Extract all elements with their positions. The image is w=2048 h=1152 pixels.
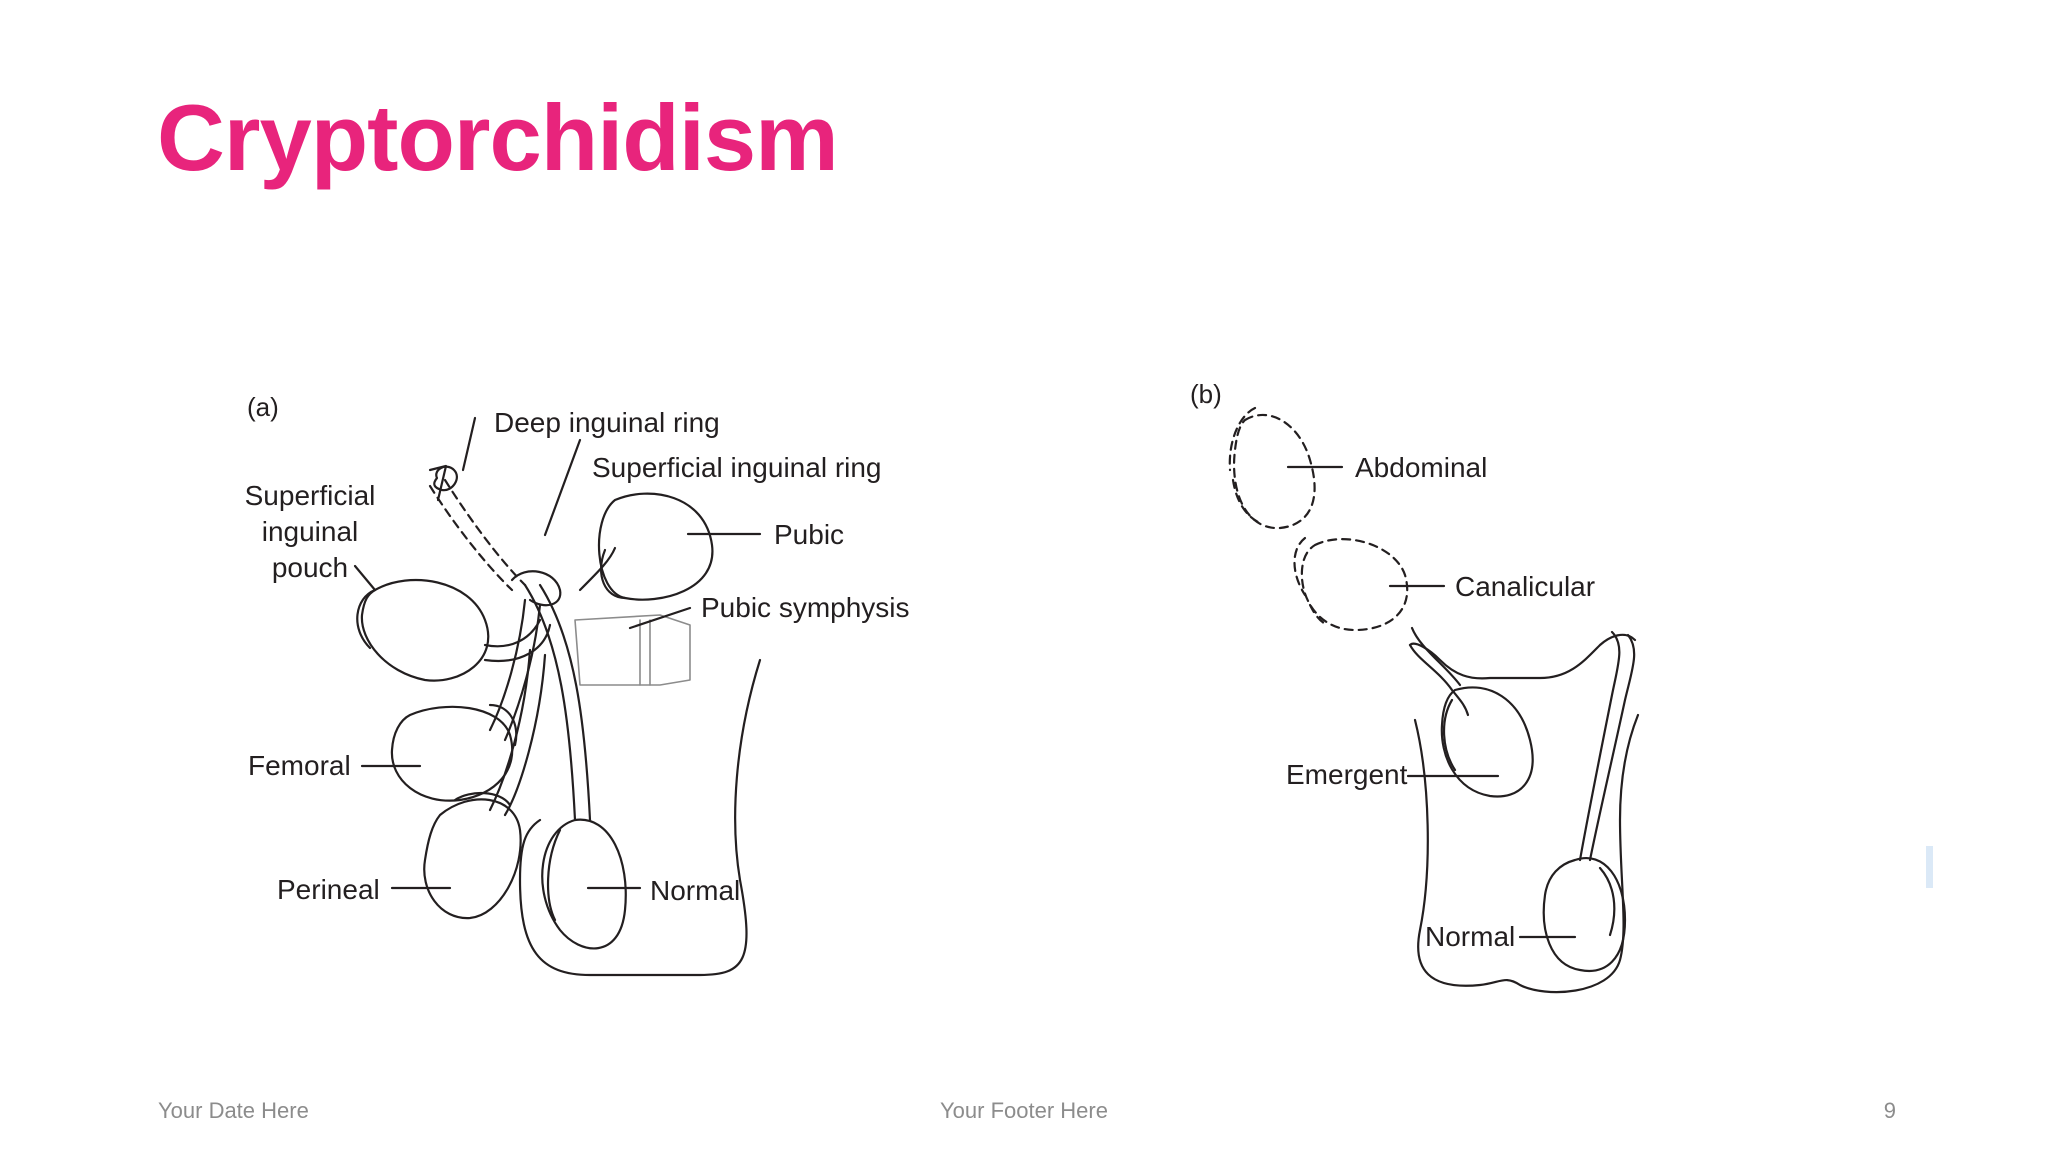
panel-a-label: (a)	[247, 392, 279, 422]
femoral-testis	[390, 705, 514, 802]
slide-title: Cryptorchidism	[157, 85, 839, 190]
superficial-ring	[510, 570, 562, 607]
pouch-testis	[360, 578, 490, 682]
label-canalicular: Canalicular	[1455, 571, 1595, 602]
panel-b-drawing	[1228, 406, 1640, 994]
label-deep-inguinal-ring: Deep inguinal ring	[494, 407, 720, 438]
label-pubic-symphysis: Pubic symphysis	[701, 592, 910, 623]
canalicular-testis	[1300, 538, 1409, 632]
panel-b-label: (b)	[1190, 379, 1222, 409]
label-pubic: Pubic	[774, 519, 844, 550]
footer-text: Your Footer Here	[940, 1098, 1108, 1123]
footer-date: Your Date Here	[158, 1098, 309, 1123]
label-emergent: Emergent	[1286, 759, 1408, 790]
scrotum-outline	[518, 658, 762, 977]
abdominal-testis	[1233, 414, 1316, 530]
scrotum-outline-b	[1408, 633, 1637, 680]
panel-a-drawing	[353, 416, 762, 977]
pubic-symphysis	[574, 614, 691, 686]
emergent-testis	[1440, 686, 1534, 798]
label-pouch-line1: Superficial	[245, 480, 376, 511]
label-perineal: Perineal	[277, 874, 380, 905]
label-superficial-inguinal-ring: Superficial inguinal ring	[592, 452, 882, 483]
pubic-testis	[597, 492, 714, 601]
label-abdominal: Abdominal	[1355, 452, 1487, 483]
perineal-testis	[423, 798, 522, 920]
label-pouch-line2: inguinal	[262, 516, 359, 547]
slide-edge-mark	[1926, 846, 1933, 888]
label-normal-a: Normal	[650, 875, 740, 906]
label-femoral: Femoral	[248, 750, 351, 781]
page-number: 9	[1883, 1098, 1896, 1123]
label-normal-b: Normal	[1425, 921, 1515, 952]
normal-testis-b	[1542, 857, 1627, 972]
normal-testis	[541, 818, 627, 950]
label-pouch-line3: pouch	[272, 552, 348, 583]
